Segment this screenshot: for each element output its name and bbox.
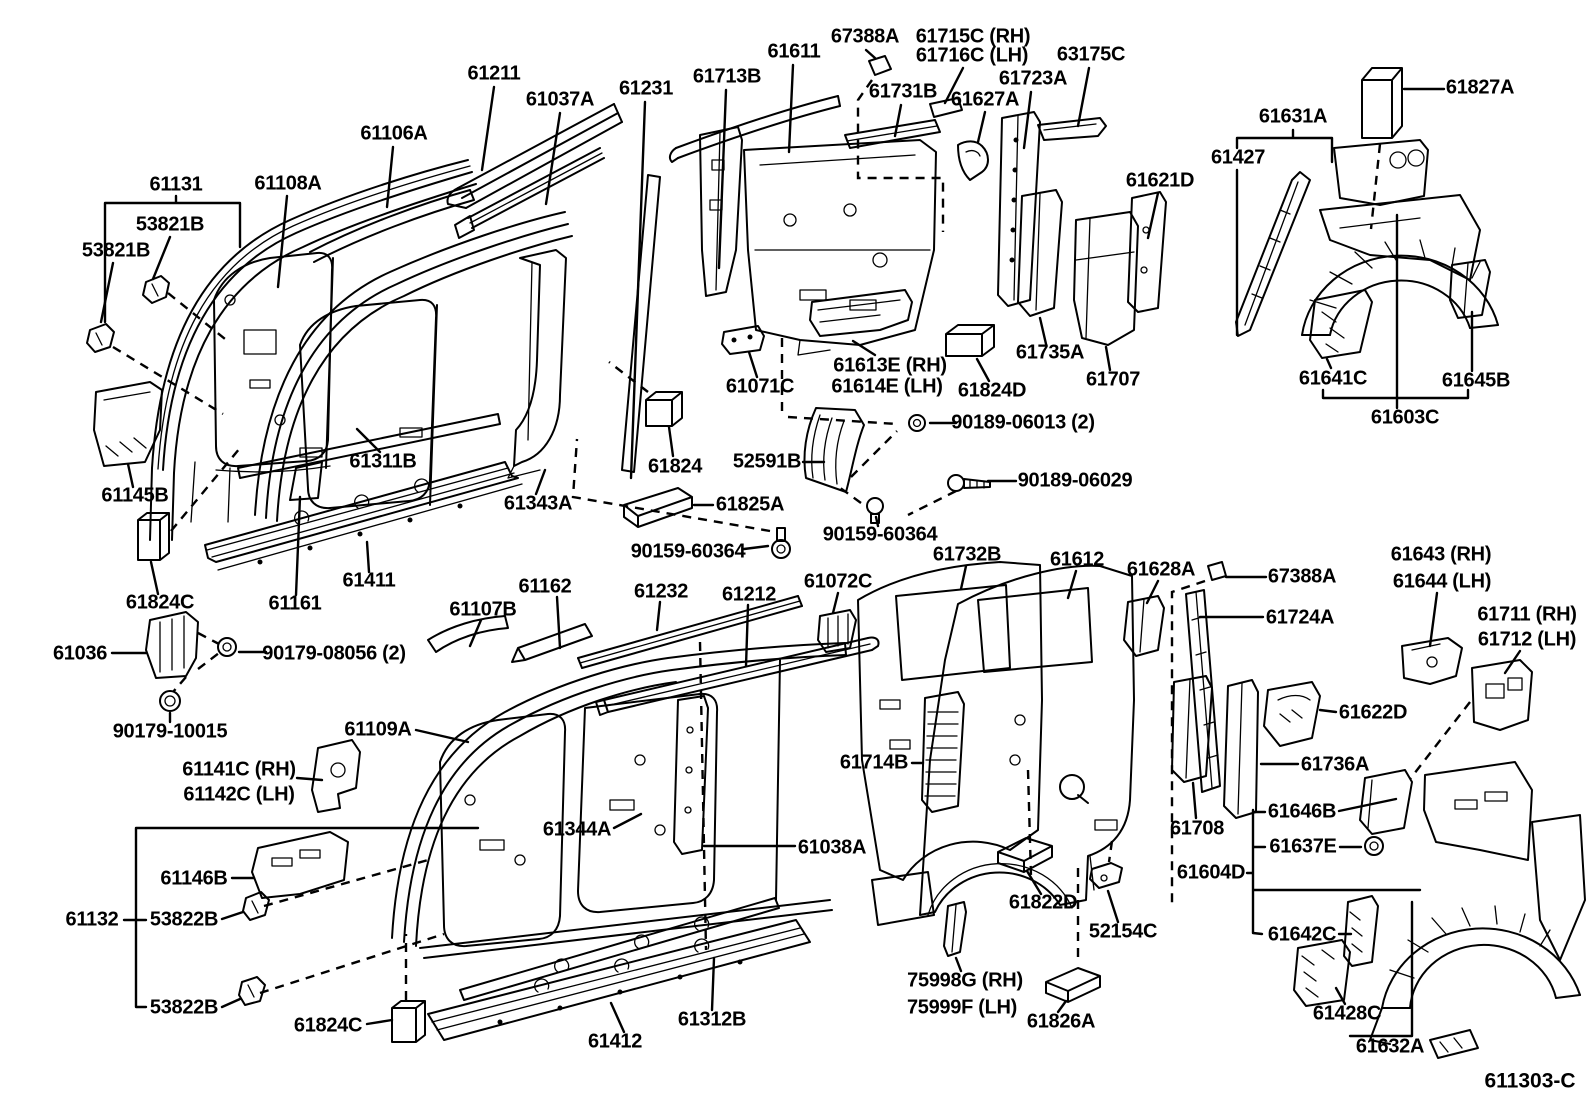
part-label-61344a: 61344A: [542, 818, 612, 841]
part-label-61826a: 61826A: [1026, 1010, 1096, 1033]
part-label-61732b: 61732B: [932, 543, 1002, 566]
part-label-61707: 61707: [1085, 368, 1141, 391]
part-label-61036: 61036: [52, 642, 108, 665]
part-label-53822b: 53822B: [149, 996, 219, 1019]
part-label-61614e-lh: 61614E (LH): [831, 375, 943, 398]
part-label-61642c: 61642C: [1267, 923, 1337, 946]
part-label-61145b: 61145B: [101, 484, 169, 507]
part-label-61711-rh: 61711 (RH): [1477, 603, 1577, 626]
part-label-61428c: 61428C: [1312, 1002, 1382, 1025]
part-label-61825a: 61825A: [715, 493, 785, 516]
part-label-52591b: 52591B: [732, 450, 802, 473]
part-label-90179-10015: 90179-10015: [112, 720, 228, 743]
part-label-53821b: 53821B: [81, 239, 151, 262]
part-label-61146b: 61146B: [160, 867, 228, 890]
part-label-61724a: 61724A: [1265, 606, 1335, 629]
part-label-90179-08056-2: 90179-08056 (2): [262, 642, 406, 665]
part-label-61211: 61211: [467, 62, 521, 85]
part-label-52154c: 52154C: [1088, 920, 1158, 943]
part-label-61646b: 61646B: [1267, 800, 1337, 823]
part-label-61108a: 61108A: [254, 172, 322, 195]
part-label-61824c: 61824C: [293, 1014, 363, 1037]
part-label-61621d: 61621D: [1125, 169, 1195, 192]
part-label-61427: 61427: [1210, 146, 1266, 169]
part-label-61824d: 61824D: [957, 379, 1027, 402]
part-label-61708: 61708: [1169, 817, 1225, 840]
part-label-61604d: 61604D: [1176, 861, 1246, 884]
part-label-61161: 61161: [268, 592, 322, 615]
part-label-61071c: 61071C: [725, 375, 795, 398]
part-label-61627a: 61627A: [950, 88, 1020, 111]
part-label-61827a: 61827A: [1445, 76, 1515, 99]
part-label-61411: 61411: [342, 569, 396, 592]
part-label-61603c: 61603C: [1370, 406, 1440, 429]
part-label-61038a: 61038A: [797, 836, 867, 859]
part-label-61735a: 61735A: [1015, 341, 1085, 364]
part-label-61714b: 61714B: [839, 751, 909, 774]
part-label-61637e: 61637E: [1269, 835, 1337, 858]
part-label-61645b: 61645B: [1441, 369, 1511, 392]
part-label-53821b: 53821B: [135, 213, 205, 236]
part-label-61162: 61162: [518, 575, 572, 598]
part-label-75998g-rh: 75998G (RH): [907, 969, 1023, 992]
part-label-61312b: 61312B: [677, 1008, 747, 1031]
part-label-61644-lh: 61644 (LH): [1392, 570, 1492, 593]
part-label-61631a: 61631A: [1258, 105, 1328, 128]
part-label-61643-rh: 61643 (RH): [1390, 543, 1492, 566]
part-label-61822d: 61822D: [1008, 891, 1078, 914]
part-label-61612: 61612: [1049, 548, 1105, 571]
part-label-61715c-rh: 61715C (RH): [915, 25, 1031, 48]
part-label-63175c: 63175C: [1056, 43, 1126, 66]
part-label-90159-60364: 90159-60364: [630, 540, 746, 563]
part-label-61713b: 61713B: [692, 65, 762, 88]
part-label-61712-lh: 61712 (LH): [1477, 628, 1577, 651]
part-label-67388a: 67388A: [830, 25, 900, 48]
part-label-61231: 61231: [618, 77, 674, 100]
part-label-61824c: 61824C: [125, 591, 195, 614]
part-label-61037a: 61037A: [525, 88, 595, 111]
part-label-61723a: 61723A: [998, 67, 1068, 90]
part-label-61613e-rh: 61613E (RH): [833, 354, 947, 377]
part-label-61824: 61824: [647, 455, 703, 478]
part-label-61632a: 61632A: [1355, 1035, 1425, 1058]
part-label-61232: 61232: [633, 580, 689, 603]
part-label-75999f-lh: 75999F (LH): [906, 996, 1018, 1019]
part-label-61131: 61131: [149, 173, 203, 196]
figure-number: 611303-C: [1484, 1069, 1576, 1093]
part-label-53822b: 53822B: [149, 908, 219, 931]
part-label-61736a: 61736A: [1300, 753, 1370, 776]
part-label-61628a: 61628A: [1126, 558, 1196, 581]
part-label-61716c-lh: 61716C (LH): [915, 44, 1029, 67]
part-label-61106a: 61106A: [360, 122, 428, 145]
part-label-61072c: 61072C: [803, 570, 873, 593]
part-label-90159-60364: 90159-60364: [822, 523, 938, 546]
part-label-61343a: 61343A: [503, 492, 573, 515]
part-label-61311b: 61311B: [349, 450, 417, 473]
part-label-61212: 61212: [721, 583, 777, 606]
part-label-61109a: 61109A: [344, 718, 412, 741]
part-label-90189-06013-2: 90189-06013 (2): [951, 411, 1095, 434]
part-label-67388a: 67388A: [1267, 565, 1337, 588]
part-label-61142c-lh: 61142C (LH): [183, 783, 295, 806]
part-label-61622d: 61622D: [1338, 701, 1408, 724]
part-label-61641c: 61641C: [1298, 367, 1368, 390]
part-label-61132: 61132: [65, 908, 119, 931]
part-label-61731b: 61731B: [868, 80, 938, 103]
part-label-61107b: 61107B: [449, 598, 517, 621]
part-label-61412: 61412: [587, 1030, 643, 1053]
part-label-61141c-rh: 61141C (RH): [182, 758, 296, 781]
part-label-90189-06029: 90189-06029: [1017, 469, 1133, 492]
part-label-61611: 61611: [767, 40, 821, 63]
